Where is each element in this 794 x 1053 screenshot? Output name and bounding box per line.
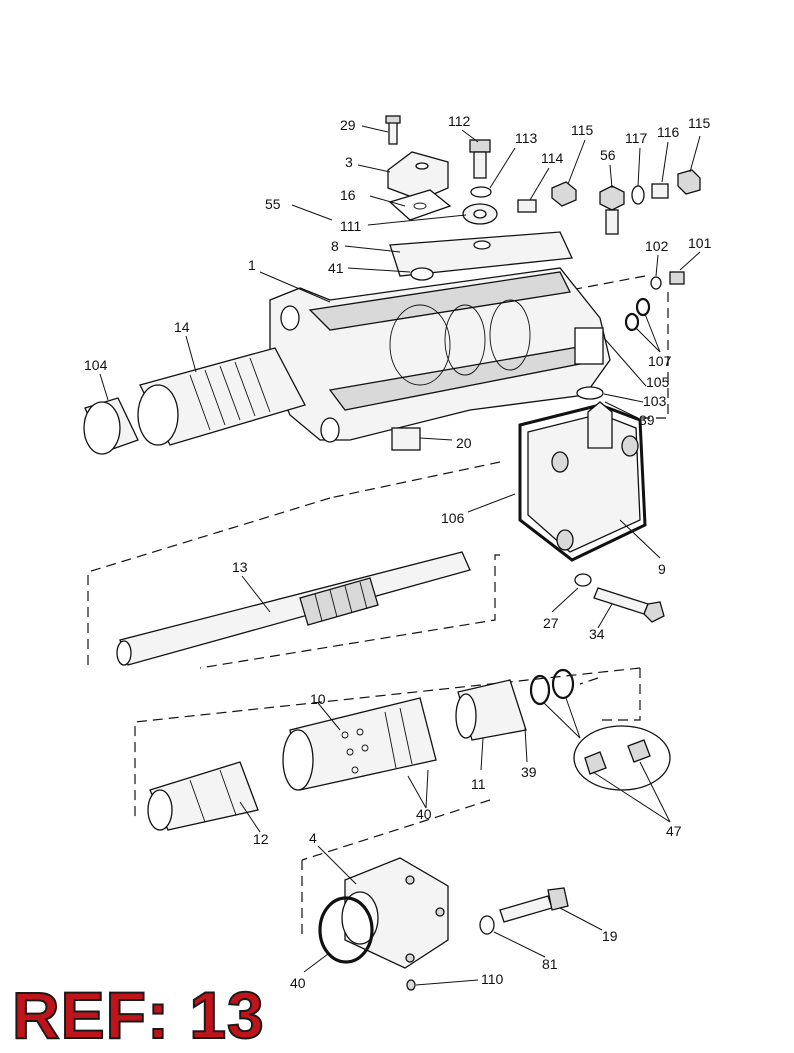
- detail-view-47: [573, 725, 671, 791]
- shaft-part-13: [116, 551, 471, 666]
- callout-115: 115: [571, 122, 594, 138]
- callout-27: 27: [543, 615, 559, 631]
- callout-106: 106: [441, 510, 465, 526]
- callout-111: 111: [340, 218, 361, 234]
- callout-39: 39: [639, 412, 655, 428]
- callout-103: 103: [643, 393, 667, 409]
- callout-56: 56: [600, 147, 616, 163]
- callout-4: 4: [309, 830, 317, 846]
- callout-1: 1: [248, 257, 256, 273]
- callout-107: 107: [648, 353, 672, 369]
- callout-labels: 29 112 113 115 117 116 115 3 114 56 16 5…: [84, 113, 712, 991]
- callout-11: 11: [471, 776, 486, 792]
- callout-101: 101: [688, 235, 712, 251]
- callout-116: 116: [657, 124, 680, 140]
- callout-16: 16: [340, 187, 356, 203]
- callout-115b: 115: [688, 115, 711, 131]
- callout-55: 55: [265, 196, 281, 212]
- leader-lines: [99, 125, 701, 986]
- callout-10: 10: [310, 691, 326, 707]
- callout-114: 114: [541, 150, 564, 166]
- end-cover-parts: [391, 401, 665, 623]
- callout-41: 41: [328, 260, 344, 276]
- callout-39b: 39: [521, 764, 537, 780]
- callout-34: 34: [589, 626, 605, 642]
- sleeve-parts: [83, 347, 306, 455]
- callout-104: 104: [84, 357, 108, 373]
- callout-110: 110: [481, 971, 504, 987]
- callout-112: 112: [448, 113, 471, 129]
- callout-9: 9: [658, 561, 666, 577]
- callout-8: 8: [331, 238, 339, 254]
- callout-14: 14: [174, 319, 190, 335]
- callout-20: 20: [456, 435, 472, 451]
- flange-part-4: [318, 857, 569, 991]
- reference-label: REF: 13: [11, 978, 265, 1052]
- callout-29: 29: [340, 117, 356, 133]
- callout-13: 13: [232, 559, 248, 575]
- housing-part-1: [269, 231, 611, 443]
- callout-3: 3: [345, 154, 353, 170]
- callout-102: 102: [645, 238, 669, 254]
- callout-117: 117: [625, 130, 648, 146]
- callout-12: 12: [253, 831, 269, 847]
- callout-19: 19: [602, 928, 618, 944]
- top-cover-parts: [385, 115, 701, 400]
- callout-81: 81: [542, 956, 558, 972]
- cartridge-parts: [147, 668, 575, 831]
- callout-105: 105: [646, 374, 670, 390]
- assembly-guides: [87, 275, 669, 940]
- callout-113: 113: [515, 130, 538, 146]
- callout-40: 40: [416, 806, 432, 822]
- callout-47: 47: [666, 823, 682, 839]
- callout-40b: 40: [290, 975, 306, 991]
